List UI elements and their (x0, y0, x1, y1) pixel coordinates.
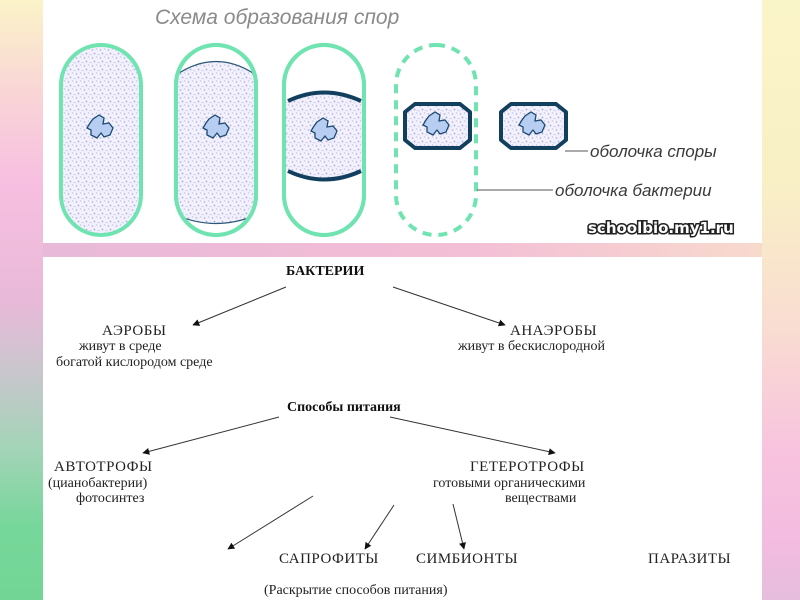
right-decor-panel (762, 0, 800, 600)
stage-5-spore (499, 102, 568, 150)
bacterial-membrane-label: оболочка бактерии (555, 181, 712, 200)
spore-formation-figure: Схема образования спор (43, 0, 762, 243)
spore-scheme-svg: Схема образования спор (59, 6, 735, 239)
saprophytes-label: САПРОФИТЫ (279, 551, 379, 567)
autotrophs-desc-1: (цианобактерии) (48, 476, 148, 491)
arrow-to-anaerobes (392, 286, 506, 327)
nucleoid-icon (422, 111, 450, 136)
bacteria-classification-diagram: БАКТЕРИИ АЭРОБЫ живут в среде богатой ки… (43, 257, 762, 600)
diagram-caption: (Раскрытие способов питания) (264, 583, 448, 598)
stage-1-cell (59, 43, 143, 237)
nucleoid-icon (86, 114, 114, 139)
autotrophs-title: АВТОТРОФЫ (54, 459, 153, 475)
symbionts-label: СИМБИОНТЫ (416, 551, 518, 567)
nucleoid-icon (518, 111, 546, 136)
parasites-label: ПАРАЗИТЫ (648, 551, 731, 567)
arrow-to-heterotrophs (389, 416, 556, 456)
heterotrophs-desc-1: готовыми органическими (433, 476, 586, 491)
watermark: schoolbio.my1.ru (588, 219, 734, 237)
autotrophs-desc-2: фотосинтез (76, 491, 145, 506)
arrow-to-symbionts (364, 504, 395, 550)
nucleoid-icon (310, 117, 338, 142)
stage-4-cell (394, 43, 478, 237)
anaerobes-title: АНАЭРОБЫ (510, 323, 597, 339)
anaerobes-desc-1: живут в бескислородной (457, 339, 605, 354)
aerobes-title: АЭРОБЫ (102, 323, 166, 339)
bacteria-root-label: БАКТЕРИИ (286, 264, 364, 279)
stage-3-cell (282, 43, 366, 237)
separator-band (43, 243, 762, 257)
classification-svg: БАКТЕРИИ АЭРОБЫ живут в среде богатой ки… (48, 264, 731, 598)
spore-membrane-label: оболочка споры (590, 142, 717, 161)
arrow-to-autotrophs (142, 416, 280, 455)
nutrition-root-label: Способы питания (287, 400, 401, 415)
arrow-to-saprophytes (227, 495, 314, 550)
heterotrophs-title: ГЕТЕРОТРОФЫ (470, 459, 585, 475)
arrow-to-parasites (452, 503, 466, 550)
nucleoid-icon (202, 114, 230, 139)
heterotrophs-desc-2: веществами (505, 491, 577, 506)
scheme-title: Схема образования спор (155, 6, 399, 29)
aerobes-desc-2: богатой кислородом среде (56, 355, 213, 370)
stage-2-cell (174, 43, 258, 237)
aerobes-desc-1: живут в среде (78, 339, 162, 354)
arrow-to-aerobes (192, 286, 287, 326)
